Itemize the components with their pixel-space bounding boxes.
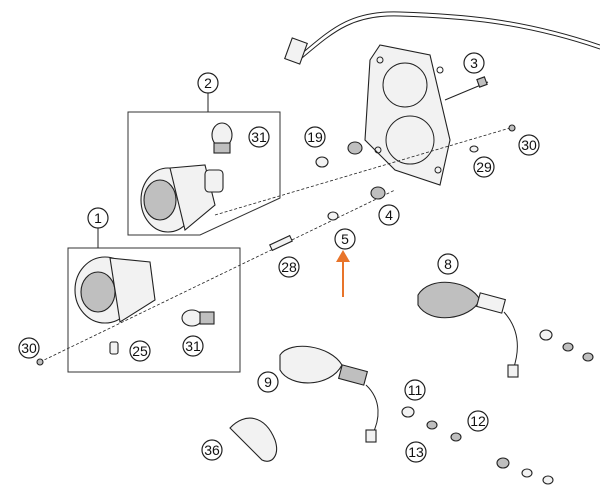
bulb-31-bottom <box>181 309 215 327</box>
callout-3-text: 3 <box>470 55 478 71</box>
callout-13: 13 <box>405 441 427 463</box>
callout-1-text: 1 <box>94 210 102 226</box>
hardware-bottom-right <box>496 457 554 485</box>
callout-2: 2 <box>197 72 219 94</box>
callout-2-text: 2 <box>204 75 212 91</box>
callout-31-bottom-text: 31 <box>185 338 201 354</box>
highlight-arrow-head <box>336 250 350 262</box>
callout-5: 5 <box>334 228 356 250</box>
callout-3: 3 <box>463 52 485 74</box>
callout-11-text: 11 <box>408 382 423 398</box>
lower-headlight <box>74 256 156 324</box>
callout-19: 19 <box>304 126 326 148</box>
bolt-28 <box>269 234 293 252</box>
callout-8: 8 <box>437 253 459 275</box>
harness-connector <box>284 37 308 65</box>
nut-30-top <box>508 124 516 132</box>
callout-4: 4 <box>378 204 400 226</box>
callout-19-text: 19 <box>307 129 323 145</box>
callout-29: 29 <box>473 156 495 178</box>
callout-8-text: 8 <box>444 256 452 272</box>
callout-25-text: 25 <box>132 343 148 359</box>
callout-30-top-text: 30 <box>521 137 537 153</box>
group-frame-1 <box>67 247 241 373</box>
callout-13-text: 13 <box>408 444 424 460</box>
callout-29-text: 29 <box>476 159 492 175</box>
callout-30-top: 30 <box>518 134 540 156</box>
upper-axis <box>214 127 511 216</box>
callout-9: 9 <box>257 371 279 393</box>
wiring-harness <box>299 11 600 56</box>
callout-30-left-text: 30 <box>21 340 37 356</box>
nut-30-left <box>36 358 44 366</box>
hardware-turn-signal-8 <box>539 329 594 362</box>
callout-36: 36 <box>201 439 223 461</box>
callout-31-top: 31 <box>248 126 270 148</box>
grommet-4 <box>370 186 386 200</box>
callout-31-bottom: 31 <box>182 335 204 357</box>
callout-4-text: 4 <box>385 207 393 223</box>
callout-25: 25 <box>129 340 151 362</box>
callout-5-text: 5 <box>341 231 349 247</box>
washer-29 <box>469 145 479 153</box>
callout-1: 1 <box>87 207 109 229</box>
callout-12-text: 12 <box>470 413 486 429</box>
callout-12: 12 <box>467 410 489 432</box>
washer-5 <box>327 211 339 221</box>
hardware-11-13 <box>401 406 462 442</box>
lower-axis <box>39 189 396 363</box>
callout-9-text: 9 <box>264 374 272 390</box>
turn-signal-9 <box>279 345 379 443</box>
lens-36 <box>229 417 278 462</box>
callout-28-text: 28 <box>281 259 297 275</box>
turn-signal-8 <box>417 281 519 378</box>
callout-30-left: 30 <box>18 337 40 359</box>
callout-28: 28 <box>278 256 300 278</box>
bulb-31-top <box>211 122 233 154</box>
headlight-bracket <box>364 44 451 186</box>
bulb-25 <box>109 341 119 355</box>
callout-31-top-text: 31 <box>251 129 267 145</box>
group-frame-2 <box>127 111 281 236</box>
upper-headlight <box>140 164 224 233</box>
grommet-upper <box>347 141 363 155</box>
washer-19 <box>315 156 329 168</box>
callout-11: 11 <box>404 379 426 401</box>
callout-36-text: 36 <box>204 442 220 458</box>
